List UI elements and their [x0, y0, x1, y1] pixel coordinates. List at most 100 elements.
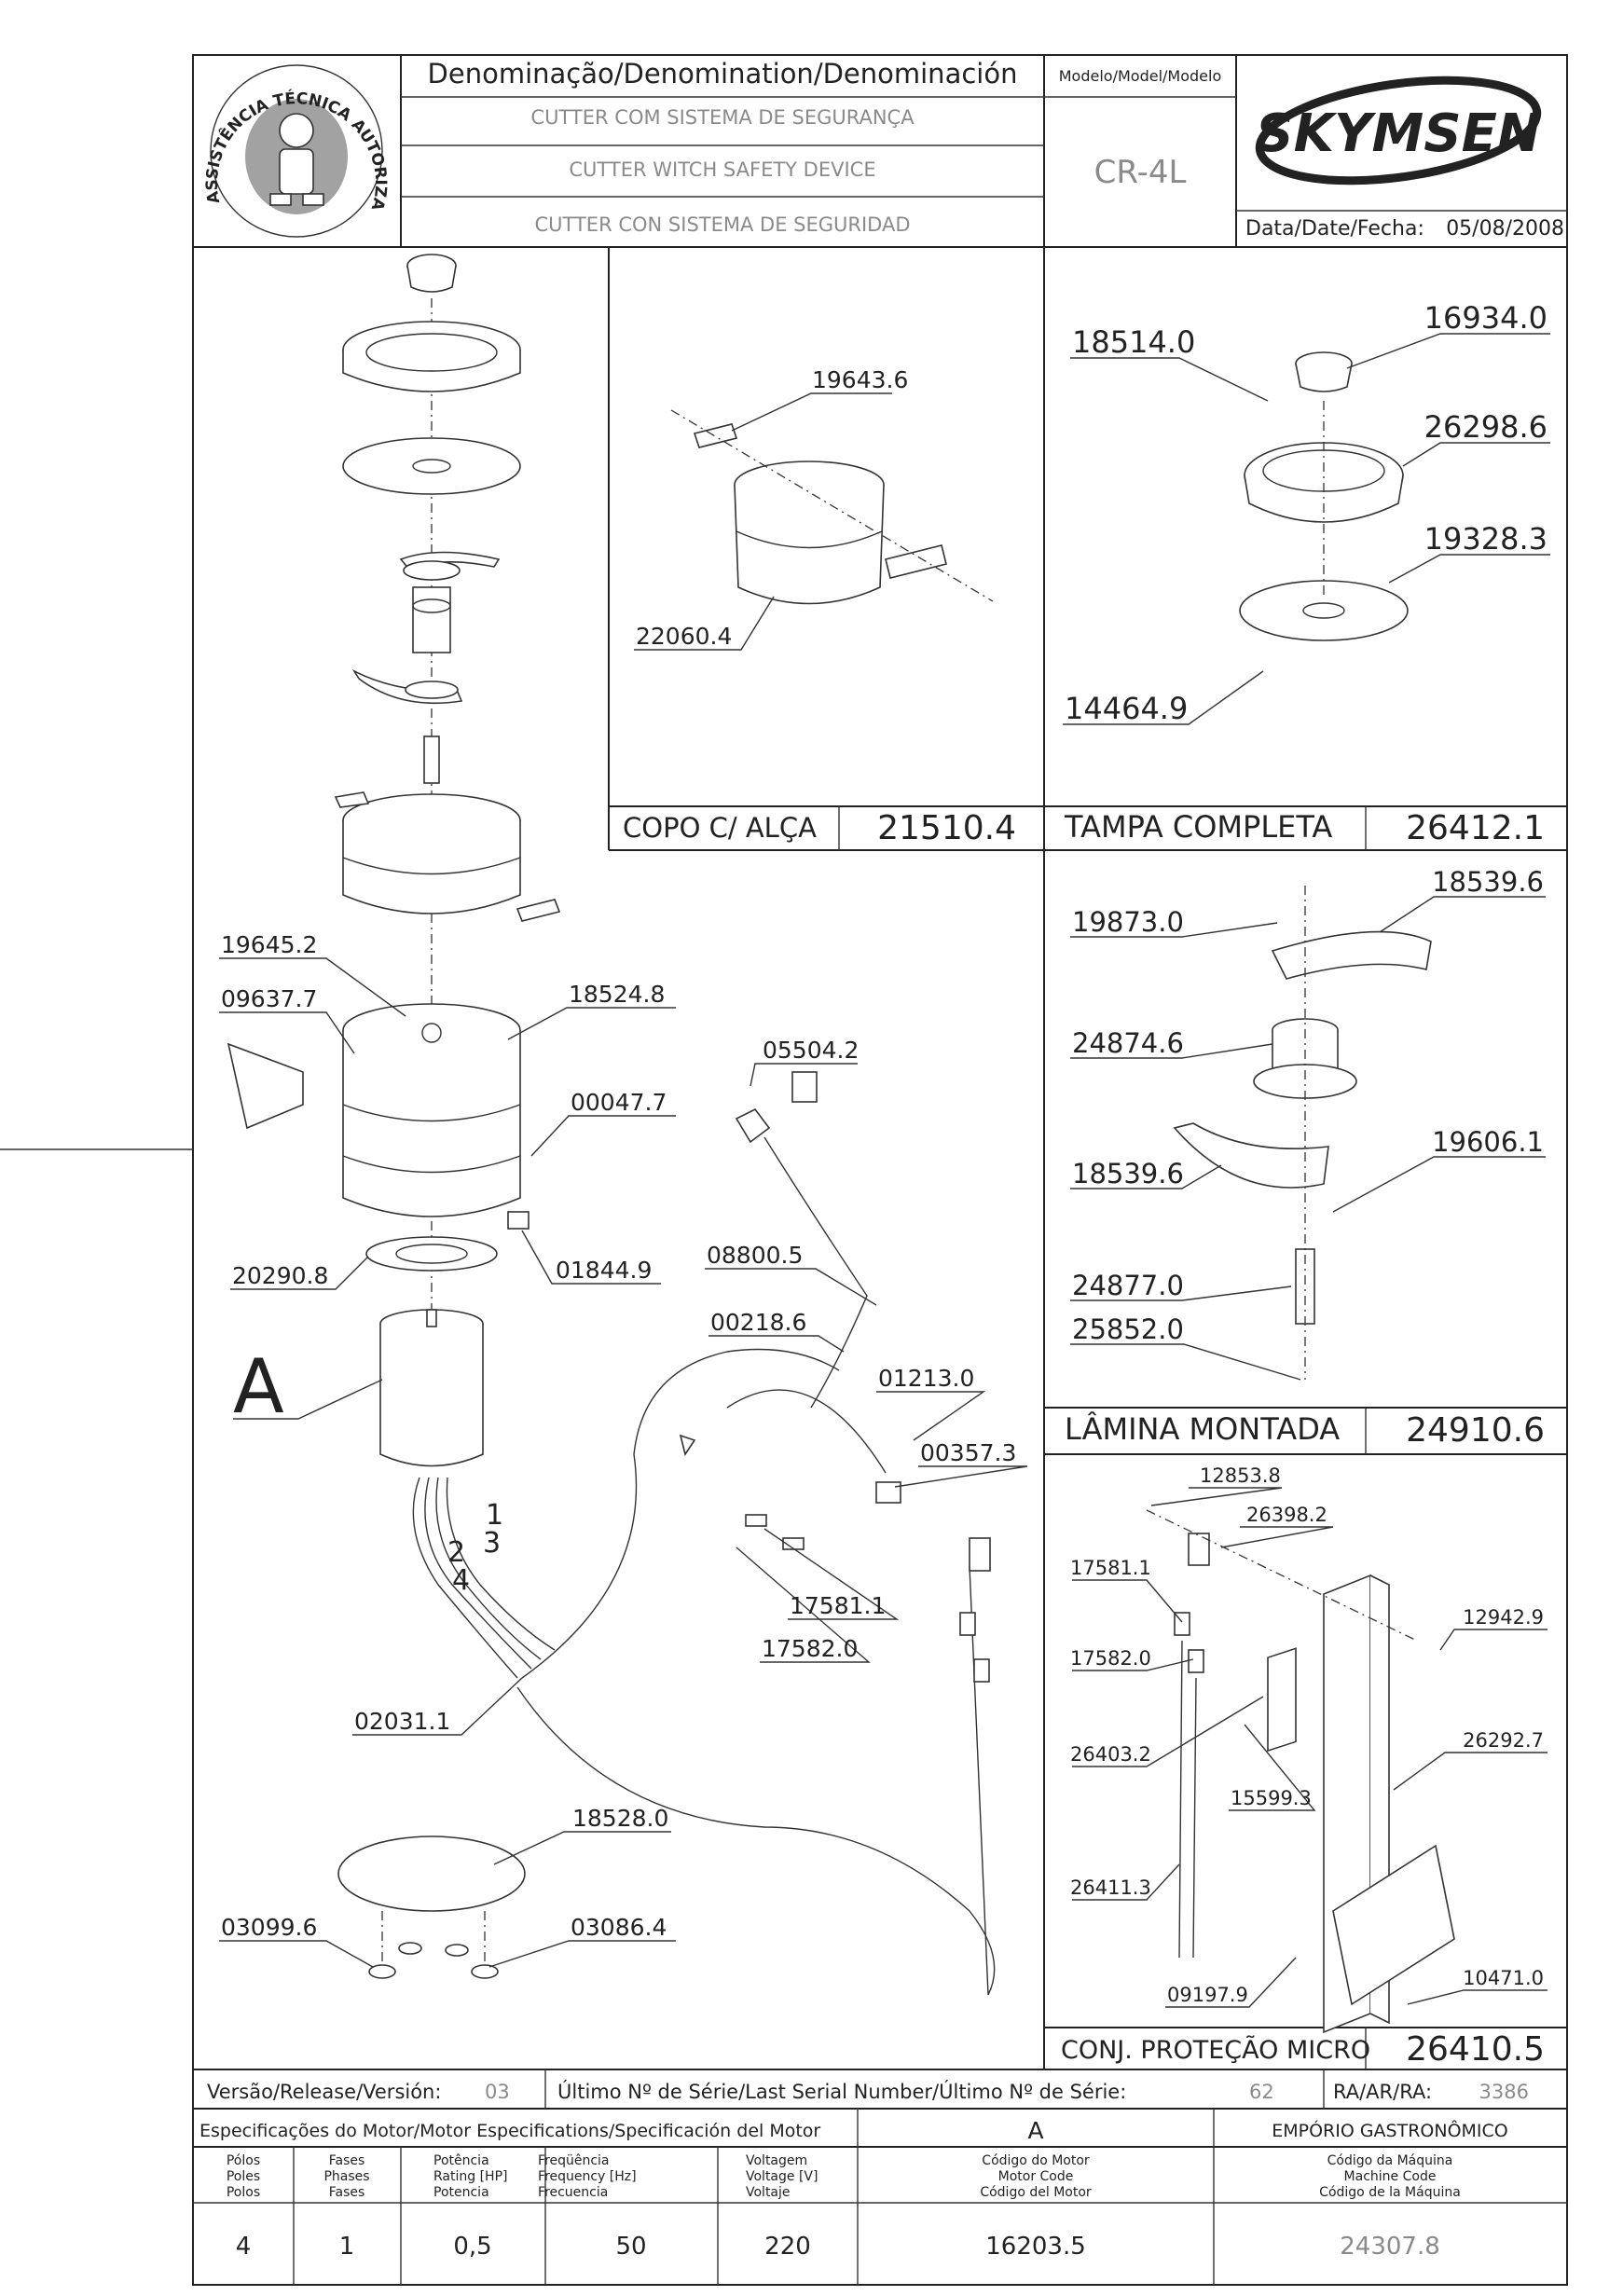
motor-ref: A	[1027, 2117, 1043, 2144]
label-12853: 12853.8	[1200, 1464, 1281, 1487]
label-26292: 26292.7	[1463, 1729, 1544, 1752]
machine-code-hdr-en: Machine Code	[1344, 2169, 1437, 2184]
serial-value: 62	[1249, 2081, 1274, 2103]
label-09197: 09197.9	[1167, 1984, 1248, 2006]
main-exploded-view	[227, 254, 996, 1996]
panel-lamina: 19873.0 18539.6 24874.6 18539.6 19606.1 …	[1065, 866, 1546, 1450]
copo-code: 21510.4	[877, 809, 1016, 847]
wire-label-1: 1	[486, 1499, 503, 1532]
brand-logo: SKYMSEN	[1255, 76, 1542, 186]
freq-hdr-en: Frequency [Hz]	[538, 2169, 637, 2184]
wire-label-3: 3	[483, 1527, 501, 1560]
label-18514: 18514.0	[1072, 324, 1195, 360]
label-18528: 18528.0	[572, 1805, 668, 1832]
panel-copo: 19643.6 22060.4 COPO C/ ALÇA 21510.4	[623, 366, 1016, 847]
spec-values: 4 1 0,5 50 220 16203.5 24307.8	[236, 2233, 1440, 2261]
tampa-code: 26412.1	[1406, 809, 1545, 847]
label-03099: 03099.6	[221, 1914, 317, 1941]
motor-code-hdr-en: Motor Code	[998, 2169, 1074, 2184]
main-labels: 19645.2 09637.7 18524.8 05504.2 00047.7 …	[221, 931, 1016, 1941]
label-05504: 05504.2	[763, 1037, 859, 1064]
label-24877: 24877.0	[1072, 1270, 1184, 1301]
copo-title: COPO C/ ALÇA	[623, 812, 817, 844]
label-17581: 17581.1	[790, 1592, 886, 1619]
label-19643: 19643.6	[812, 366, 908, 393]
label-17582-p: 17582.0	[1070, 1647, 1151, 1670]
label-19328: 19328.3	[1424, 521, 1547, 557]
name-en: CUTTER WITCH SAFETY DEVICE	[569, 158, 875, 181]
tampa-title: TAMPA COMPLETA	[1064, 809, 1332, 845]
footer: Versão/Release/Versión: 03 Último Nº de …	[199, 2080, 1529, 2261]
motor-spec-label: Especificações do Motor/Motor Especifica…	[199, 2121, 820, 2141]
panel-tampa: 18514.0 16934.0 26298.6 19328.3 14464.9 …	[1063, 300, 1550, 847]
volt-hdr-pt: Voltagem	[746, 2153, 807, 2168]
label-19645: 19645.2	[221, 931, 317, 958]
wire-label-4: 4	[452, 1564, 470, 1597]
label-26398: 26398.2	[1246, 1504, 1327, 1526]
label-10471: 10471.0	[1463, 1967, 1544, 1989]
spec-headers: Pólos Poles Polos Fases Phases Fases Pot…	[227, 2153, 1461, 2200]
main-leaders	[219, 957, 1028, 1968]
label-02031: 02031.1	[354, 1708, 450, 1735]
freq-hdr-pt: Freqüência	[538, 2153, 610, 2168]
volt-hdr-es: Voltaje	[746, 2185, 791, 2200]
lamina-title: LÂMINA MONTADA	[1065, 1411, 1340, 1447]
power-hdr-es: Potencia	[433, 2185, 489, 2200]
label-19873: 19873.0	[1072, 906, 1184, 938]
label-motor-a: A	[233, 1343, 284, 1430]
power-value: 0,5	[453, 2233, 491, 2261]
label-26411: 26411.3	[1070, 1877, 1151, 1899]
power-hdr-pt: Potência	[433, 2153, 489, 2168]
label-17581-p: 17581.1	[1070, 1557, 1151, 1579]
label-03086: 03086.4	[571, 1914, 667, 1941]
label-14464: 14464.9	[1065, 691, 1188, 726]
company-name: EMPÓRIO GASTRONÔMICO	[1272, 2119, 1508, 2141]
label-20290: 20290.8	[232, 1262, 328, 1289]
label-18539-upper: 18539.6	[1432, 866, 1544, 898]
label-16934: 16934.0	[1424, 300, 1547, 336]
model-label: Modelo/Model/Modelo	[1059, 67, 1221, 85]
phases-hdr-en: Phases	[323, 2169, 369, 2184]
freq-value: 50	[615, 2233, 646, 2261]
poles-value: 4	[236, 2233, 252, 2261]
label-18524: 18524.8	[569, 981, 665, 1008]
label-01213: 01213.0	[878, 1365, 974, 1392]
label-09637: 09637.7	[221, 985, 317, 1012]
label-24874: 24874.6	[1072, 1027, 1184, 1059]
volt-value: 220	[764, 2233, 811, 2261]
denomination-label: Denominação/Denomination/Denominación	[428, 58, 1018, 89]
poles-hdr-pt: Pólos	[227, 2153, 260, 2168]
poles-hdr-en: Poles	[227, 2169, 260, 2184]
version-label: Versão/Release/Versión:	[207, 2081, 441, 2103]
poles-hdr-es: Polos	[227, 2185, 260, 2200]
label-22060: 22060.4	[636, 623, 732, 650]
phases-hdr-es: Fases	[329, 2185, 365, 2200]
model-value: CR-4L	[1094, 154, 1187, 191]
motor-code-hdr-pt: Código do Motor	[982, 2153, 1090, 2168]
label-00047: 00047.7	[571, 1089, 667, 1116]
wire-label-2: 2	[447, 1536, 465, 1569]
ra-label: RA/AR/RA:	[1333, 2081, 1432, 2103]
motor-code-hdr-es: Código del Motor	[980, 2185, 1092, 2200]
version-value: 03	[485, 2081, 510, 2103]
protecao-title: CONJ. PROTEÇÃO MICRO	[1061, 2035, 1370, 2065]
volt-hdr-en: Voltage [V]	[746, 2169, 818, 2184]
label-01844: 01844.9	[556, 1257, 652, 1284]
freq-hdr-es: Frecuencia	[538, 2185, 608, 2200]
seal-logo: ASSISTÊNCIA TÉCNICA AUTORIZADA	[0, 0, 390, 238]
machine-code-hdr-pt: Código da Máquina	[1327, 2153, 1453, 2168]
name-pt: CUTTER COM SISTEMA DE SEGURANÇA	[530, 106, 915, 129]
lamina-code: 24910.6	[1406, 1411, 1545, 1450]
phases-value: 1	[339, 2233, 355, 2261]
label-18539-lower: 18539.6	[1072, 1158, 1184, 1189]
label-00357: 00357.3	[920, 1439, 1016, 1466]
motor-code-value: 16203.5	[985, 2233, 1086, 2261]
ra-value: 3386	[1479, 2081, 1529, 2103]
label-00218: 00218.6	[710, 1309, 806, 1336]
phases-hdr-pt: Fases	[329, 2153, 365, 2168]
protecao-code: 26410.5	[1406, 2030, 1545, 2069]
machine-code-hdr-es: Código de la Máquina	[1319, 2185, 1461, 2200]
label-12942: 12942.9	[1463, 1606, 1544, 1629]
panel-protecao: 12853.8 26398.2 17581.1 12942.9 17582.0 …	[1061, 1464, 1547, 2069]
